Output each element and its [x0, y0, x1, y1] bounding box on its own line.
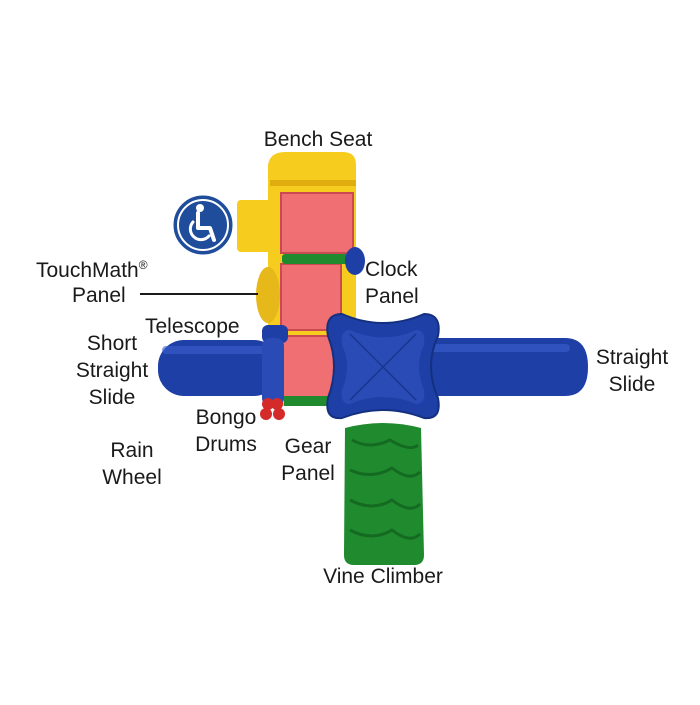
label-straight: Straight [595, 346, 669, 369]
label-touchmath: TouchMath® [36, 258, 148, 282]
roof [326, 312, 440, 420]
label-telescope: Telescope [145, 315, 240, 338]
clock-panel [345, 247, 365, 275]
label-rain-wheel: Wheel [102, 466, 162, 489]
short-straight-slide [158, 340, 280, 396]
vine-climber [344, 423, 424, 565]
label-bongo: Bongo [195, 406, 257, 429]
label-short-straight: Straight [75, 359, 149, 382]
deck-rail [282, 254, 352, 264]
gear-panel [284, 396, 340, 406]
label-bench-seat: Bench Seat [263, 128, 373, 151]
bongo-drums [260, 398, 285, 420]
touchmath-panel [256, 267, 280, 323]
transfer-platform [237, 200, 271, 252]
label-clock-panel: Panel [365, 285, 419, 308]
label-rain: Rain [110, 439, 154, 462]
label-gear: Gear [284, 435, 332, 458]
label-vine-climber: Vine Climber [323, 565, 443, 588]
label-straight-slide: Slide [608, 373, 656, 396]
label-short-slide: Slide [88, 386, 136, 409]
slide-entry [262, 338, 284, 406]
label-clock: Clock [365, 258, 418, 281]
wheelchair-icon [170, 192, 236, 258]
label-short: Short [86, 332, 138, 355]
label-bongo-drums: Drums [195, 433, 257, 456]
label-gear-panel: Panel [281, 462, 335, 485]
label-touchmath-panel: Panel [72, 284, 126, 307]
straight-slide [420, 338, 588, 396]
